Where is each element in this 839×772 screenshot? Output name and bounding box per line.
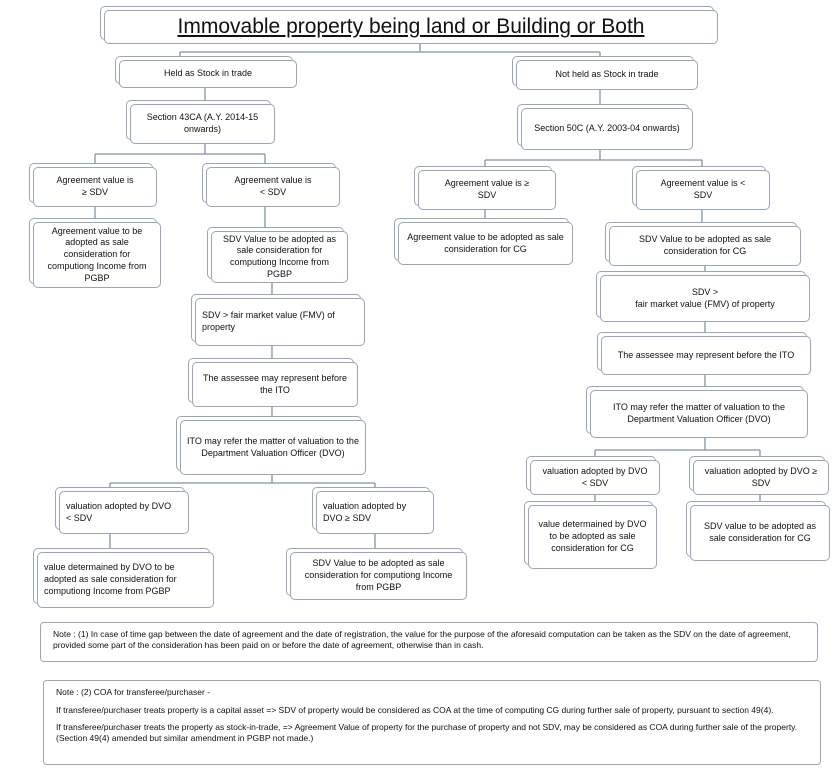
right-section-box: Section 50C (A.Y. 2003-04 onwards)	[521, 108, 693, 150]
left-represent-box: The assessee may represent before the IT…	[192, 362, 358, 407]
right-dvo-lt-condition-box: valuation adopted by DVO < SDV	[530, 460, 660, 495]
right-fmv-box: SDV > fair market value (FMV) of propert…	[600, 275, 810, 322]
right-refer-box: ITO may refer the matter of valuation to…	[590, 390, 808, 438]
left-ge-result-box: Agreement value to be adopted as sale co…	[33, 222, 161, 288]
left-branch-label: Held as Stock in trade	[163, 68, 253, 79]
left-dvo-lt-condition-label: valuation adopted by DVO < SDV	[66, 500, 172, 523]
connector-right-lt-chain	[701, 210, 706, 390]
connector-right-conditions	[484, 150, 703, 170]
right-section-label: Section 50C (A.Y. 2003-04 onwards)	[534, 123, 680, 134]
right-refer-label: ITO may refer the matter of valuation to…	[613, 402, 785, 424]
diagram-title: Immovable property being land or Buildin…	[104, 10, 718, 44]
left-lt-condition-box: Agreement value is < SDV	[206, 167, 340, 207]
diagram-title-text: Immovable property being land or Buildin…	[177, 15, 645, 39]
right-dvo-ge-condition-label: valuation adopted by DVO ≥ SDV	[704, 465, 818, 488]
right-ge-condition-label: Agreement value is ≥ SDV	[444, 178, 530, 200]
right-branch-box: Not held as Stock in trade	[516, 60, 698, 90]
right-represent-label: The assessee may represent before the IT…	[617, 349, 795, 360]
left-dvo-ge-condition-box: valuation adopted by DVO ≥ SDV	[316, 491, 434, 534]
right-lt-condition-label: Agreement value is < SDV	[660, 178, 746, 200]
connector-left-conditions	[94, 144, 266, 167]
right-ge-condition-box: Agreement value is ≥ SDV	[418, 170, 556, 210]
note-2-stock-in-trade: If transferee/purchaser treats the prope…	[56, 721, 798, 744]
right-dvo-ge-condition-box: valuation adopted by DVO ≥ SDV	[693, 460, 829, 495]
left-fmv-label: SDV > fair market value (FMV) of propert…	[202, 310, 335, 332]
note-2-box: Note : (2) COA for transferee/purchaser …	[43, 680, 821, 765]
right-ge-result-label: Agreement value to be adopted as sale co…	[407, 231, 564, 254]
connector-left-lt-chain	[264, 207, 273, 420]
right-dvo-ge-result-box: SDV value to be adopted as sale consider…	[690, 505, 830, 561]
left-ge-condition-label: Agreement value is ≥ SDV	[56, 175, 134, 197]
right-lt-result-box: SDV Value to be adopted as sale consider…	[609, 226, 801, 266]
left-dvo-lt-condition-box: valuation adopted by DVO < SDV	[59, 491, 189, 534]
connector-left-dvo-results	[109, 534, 376, 552]
right-dvo-lt-result-label: value determained by DVO to be adopted a…	[538, 519, 647, 553]
left-section-box: Section 43CA (A.Y. 2014-15 onwards)	[130, 104, 275, 144]
note-1-box: Note : (1) In case of time gap between t…	[40, 622, 818, 662]
left-ge-condition-box: Agreement value is ≥ SDV	[33, 167, 157, 207]
left-dvo-ge-result-label: SDV Value to be adopted as sale consider…	[304, 558, 453, 592]
left-lt-result-label: SDV Value to be adopted as sale consider…	[223, 233, 336, 279]
left-dvo-lt-result-box: value determained by DVO to be adopted a…	[37, 552, 214, 608]
left-dvo-ge-result-box: SDV Value to be adopted as sale consider…	[290, 552, 467, 600]
right-branch-label: Not held as Stock in trade	[555, 69, 659, 80]
left-refer-box: ITO may refer the matter of valuation to…	[180, 420, 366, 475]
note-1-text: Note : (1) In case of time gap between t…	[53, 629, 791, 651]
right-dvo-ge-result-label: SDV value to be adopted as sale consider…	[703, 521, 817, 543]
left-dvo-ge-condition-label: valuation adopted by DVO ≥ SDV	[323, 500, 407, 523]
right-represent-box: The assessee may represent before the IT…	[601, 336, 811, 375]
left-represent-label: The assessee may represent before the IT…	[202, 372, 348, 395]
right-fmv-label: SDV > fair market value (FMV) of propert…	[635, 286, 775, 309]
left-section-label: Section 43CA (A.Y. 2014-15 onwards)	[146, 112, 259, 134]
left-lt-condition-label: Agreement value is < SDV	[234, 175, 312, 197]
left-lt-result-box: SDV Value to be adopted as sale consider…	[211, 231, 348, 283]
right-lt-condition-box: Agreement value is < SDV	[636, 170, 770, 210]
right-lt-result-label: SDV Value to be adopted as sale consider…	[639, 234, 771, 256]
connector-right-dvo-results	[594, 495, 761, 505]
connector-title-branches	[179, 44, 601, 60]
left-dvo-lt-result-label: value determained by DVO to be adopted a…	[44, 562, 177, 596]
connector-left-dvo	[109, 475, 376, 491]
left-refer-label: ITO may refer the matter of valuation to…	[187, 435, 359, 458]
right-ge-result-box: Agreement value to be adopted as sale co…	[398, 222, 573, 265]
left-fmv-box: SDV > fair market value (FMV) of propert…	[195, 298, 365, 346]
connector-right-dvo	[594, 438, 761, 460]
note-2-heading: Note : (2) COA for transferee/purchaser …	[56, 687, 211, 697]
right-dvo-lt-condition-label: valuation adopted by DVO < SDV	[542, 465, 648, 488]
note-2-capital-asset: If transferee/purchaser treats property …	[56, 705, 774, 716]
right-dvo-lt-result-box: value determained by DVO to be adopted a…	[528, 505, 657, 569]
left-ge-result-label: Agreement value to be adopted as sale co…	[47, 225, 147, 283]
left-branch-box: Held as Stock in trade	[119, 60, 297, 88]
